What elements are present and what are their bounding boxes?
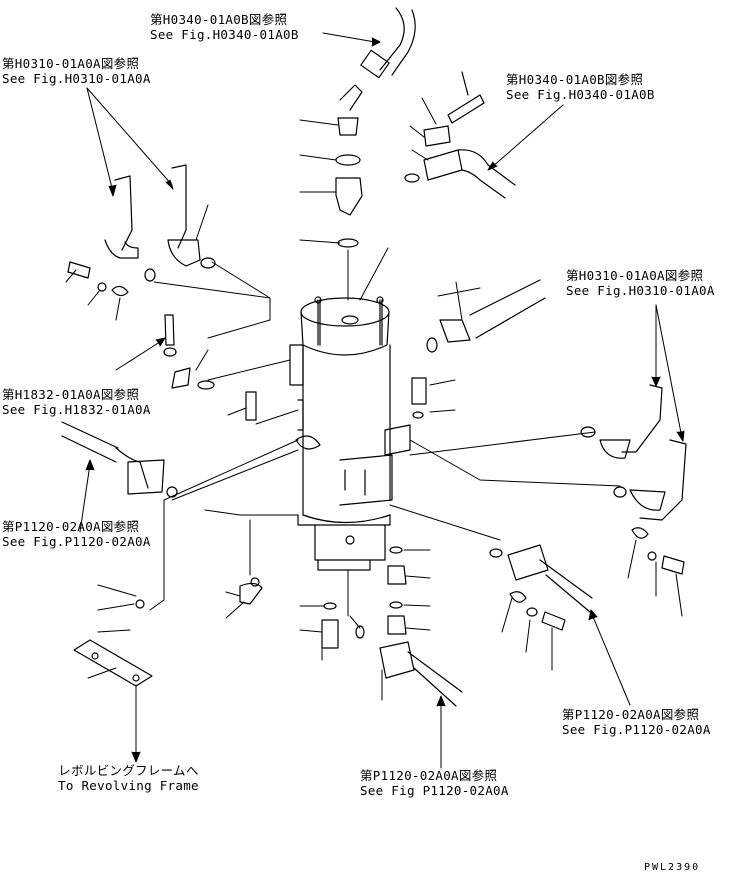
revolving-frame-bracket (74, 578, 262, 686)
drawing-code: PWL2390 (644, 862, 701, 873)
callout-low-left: 第P1120-02A0A図参照 See Fig.P1120-02A0A (2, 519, 151, 549)
top-right-hose (405, 72, 515, 198)
top-left-hoses (68, 165, 215, 296)
callout-mid-left: 第H1832-01A0A図参照 See Fig.H1832-01A0A (2, 387, 151, 417)
bottom-hose (380, 642, 462, 706)
callout-bottom-center: 第P1120-02A0A図参照 See Fig P1120-02A0A (360, 768, 509, 798)
right-mid-hoses (581, 385, 686, 574)
callout-revolving-frame: レボルビングフレームへ To Revolving Frame (58, 763, 199, 793)
callout-top-center-en: See Fig.H0340-01A0B (150, 27, 299, 42)
callout-low-right: 第P1120-02A0A図参照 See Fig.P1120-02A0A (562, 707, 711, 737)
leader-lines (66, 33, 684, 768)
callout-low-right-jp: 第P1120-02A0A図参照 (562, 707, 700, 722)
callout-top-left: 第H0310-01A0A図参照 See Fig.H0310-01A0A (2, 56, 151, 86)
callout-mid-right-jp: 第H0310-01A0A図参照 (566, 268, 704, 283)
top-elbow (336, 8, 415, 247)
callout-top-right-jp: 第H0340-01A0B図参照 (506, 72, 644, 87)
callout-mid-left-en: See Fig.H1832-01A0A (2, 402, 151, 417)
left-mid-fittings (164, 315, 256, 420)
callout-top-center-jp: 第H0340-01A0B図参照 (150, 12, 288, 27)
callout-bottom-center-jp: 第P1120-02A0A図参照 (360, 768, 498, 783)
callout-top-left-jp: 第H0310-01A0A図参照 (2, 56, 140, 71)
right-upper-hose (427, 280, 545, 352)
callout-top-right-en: See Fig.H0340-01A0B (506, 87, 655, 102)
callout-mid-right: 第H0310-01A0A図参照 See Fig.H0310-01A0A (566, 268, 715, 298)
callout-low-left-jp: 第P1120-02A0A図参照 (2, 519, 140, 534)
left-lower-hose (62, 422, 177, 497)
callout-revolving-frame-en: To Revolving Frame (58, 778, 199, 793)
callout-bottom-center-en: See Fig P1120-02A0A (360, 783, 509, 798)
callout-low-right-en: See Fig.P1120-02A0A (562, 722, 711, 737)
right-bolts (412, 378, 426, 418)
callout-top-center: 第H0340-01A0B図参照 See Fig.H0340-01A0B (150, 12, 299, 42)
lower-right-hose (490, 545, 592, 630)
callout-low-left-en: See Fig.P1120-02A0A (2, 534, 151, 549)
callout-mid-right-en: See Fig.H0310-01A0A (566, 283, 715, 298)
callout-mid-left-jp: 第H1832-01A0A図参照 (2, 387, 140, 402)
bottom-fittings (322, 547, 406, 648)
callout-revolving-frame-jp: レボルビングフレームへ (58, 763, 199, 778)
callout-top-right: 第H0340-01A0B図参照 See Fig.H0340-01A0B (506, 72, 655, 102)
callout-top-left-en: See Fig.H0310-01A0A (2, 71, 151, 86)
swivel-joint (290, 297, 410, 570)
